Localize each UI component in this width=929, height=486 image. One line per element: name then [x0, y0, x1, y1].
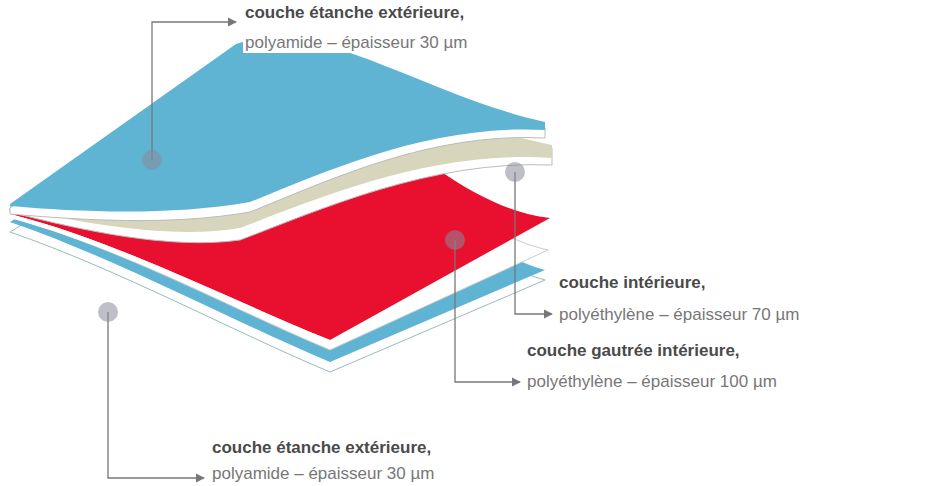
- layer-spec: polyéthylène – épaisseur 100 µm: [525, 372, 779, 392]
- callout-dots: [98, 150, 525, 322]
- layer-name: couche étanche extérieure,: [210, 438, 433, 458]
- layer-spec: polyéthylène – épaisseur 70 µm: [557, 305, 801, 325]
- layer-spec: polyamide – épaisseur 30 µm: [243, 33, 469, 53]
- layer-name: couche intérieure,: [557, 273, 707, 293]
- leader-lines: [108, 22, 552, 478]
- layer-name: couche gautrée intérieure,: [525, 341, 742, 361]
- layer-spec: polyamide – épaisseur 30 µm: [210, 464, 436, 484]
- top-polyamide-layer: [10, 38, 545, 221]
- layer-name: couche étanche extérieure,: [243, 3, 466, 23]
